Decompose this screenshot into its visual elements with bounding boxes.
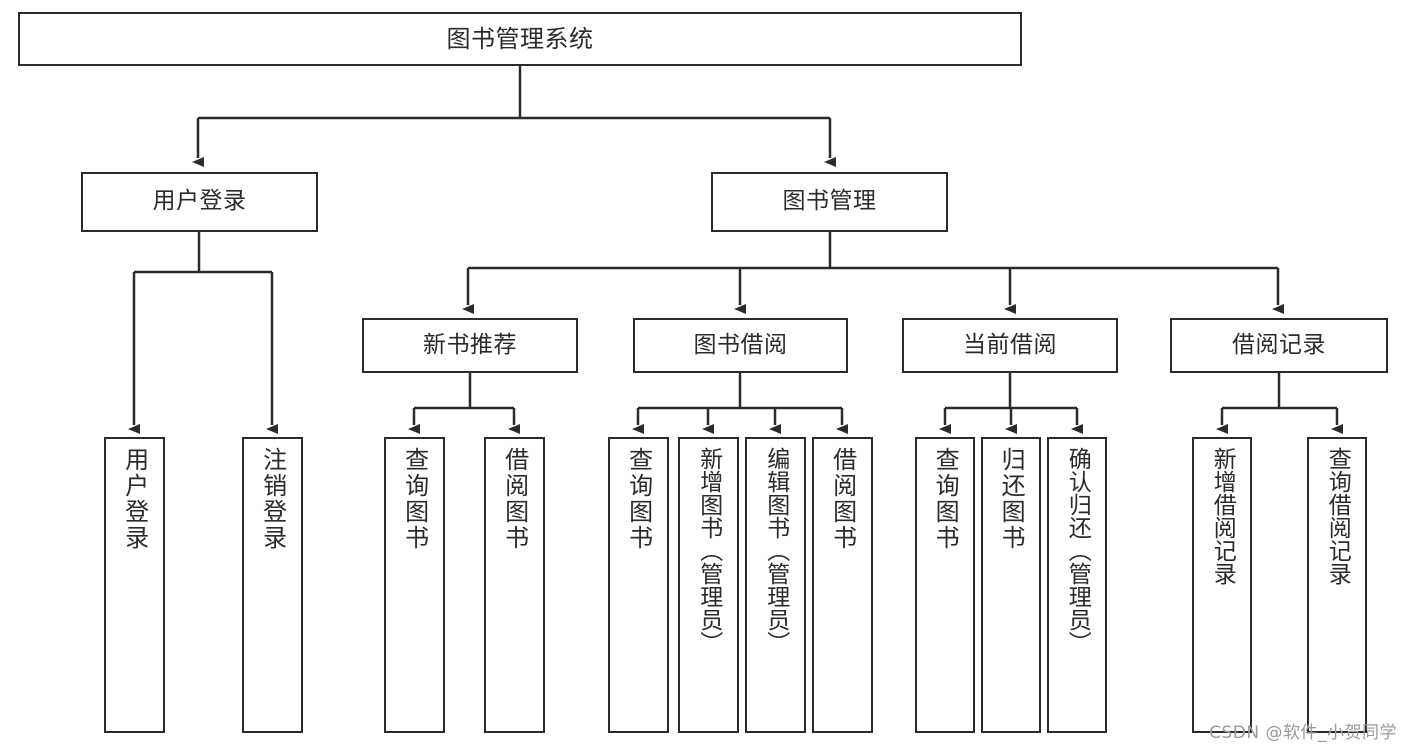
leaf-return-book[interactable]: 归还图书 xyxy=(981,437,1041,733)
node-user-login[interactable]: 用户登录 xyxy=(81,172,318,232)
node-current-borrow[interactable]: 当前借阅 xyxy=(902,318,1118,373)
node-label: 借阅记录 xyxy=(1232,331,1326,358)
leaf-logout[interactable]: 注销登录 xyxy=(242,437,303,733)
leaf-query-book-current[interactable]: 查询图书 xyxy=(915,437,975,733)
leaf-query-borrow-record[interactable]: 查询借阅记录 xyxy=(1307,437,1367,733)
node-label: 确认归还（管理员） xyxy=(1064,447,1091,654)
leaf-query-book-new[interactable]: 查询图书 xyxy=(384,437,445,733)
node-label: 图书管理系统 xyxy=(446,24,594,53)
node-label: 借阅图书 xyxy=(828,447,857,551)
leaf-add-book-admin[interactable]: 新增图书（管理员） xyxy=(678,437,739,733)
leaf-user-login[interactable]: 用户登录 xyxy=(104,437,165,733)
node-label: 编辑图书（管理员） xyxy=(762,447,789,654)
node-label: 归还图书 xyxy=(997,447,1026,551)
node-label: 新增借阅记录 xyxy=(1209,447,1236,585)
node-label: 图书借阅 xyxy=(693,331,788,358)
node-label: 用户登录 xyxy=(120,447,149,551)
node-label: 注销登录 xyxy=(258,447,287,551)
node-label: 查询图书 xyxy=(931,447,960,551)
leaf-add-borrow-record[interactable]: 新增借阅记录 xyxy=(1192,437,1252,733)
node-label: 用户登录 xyxy=(152,188,247,215)
node-borrow-record[interactable]: 借阅记录 xyxy=(1170,318,1388,373)
node-label: 图书管理 xyxy=(782,188,877,215)
node-label: 新增图书（管理员） xyxy=(695,447,722,654)
leaf-borrow-book-new[interactable]: 借阅图书 xyxy=(484,437,545,733)
node-root-book-management-system[interactable]: 图书管理系统 xyxy=(18,12,1022,66)
node-label: 当前借阅 xyxy=(963,331,1057,358)
node-label: 查询借阅记录 xyxy=(1324,447,1351,585)
node-label: 查询图书 xyxy=(400,447,429,551)
node-label: 查询图书 xyxy=(624,447,653,551)
node-new-book-recommendation[interactable]: 新书推荐 xyxy=(362,318,578,373)
leaf-query-book-borrow[interactable]: 查询图书 xyxy=(608,437,669,733)
leaf-borrow-book[interactable]: 借阅图书 xyxy=(812,437,873,733)
leaf-edit-book-admin[interactable]: 编辑图书（管理员） xyxy=(745,437,806,733)
node-label: 借阅图书 xyxy=(500,447,529,551)
node-book-management[interactable]: 图书管理 xyxy=(711,172,948,232)
leaf-confirm-return-admin[interactable]: 确认归还（管理员） xyxy=(1047,437,1107,733)
node-label: 新书推荐 xyxy=(423,331,517,358)
node-book-borrow[interactable]: 图书借阅 xyxy=(633,318,848,373)
watermark-text: CSDN @软件_小贺同学 xyxy=(1209,723,1397,743)
